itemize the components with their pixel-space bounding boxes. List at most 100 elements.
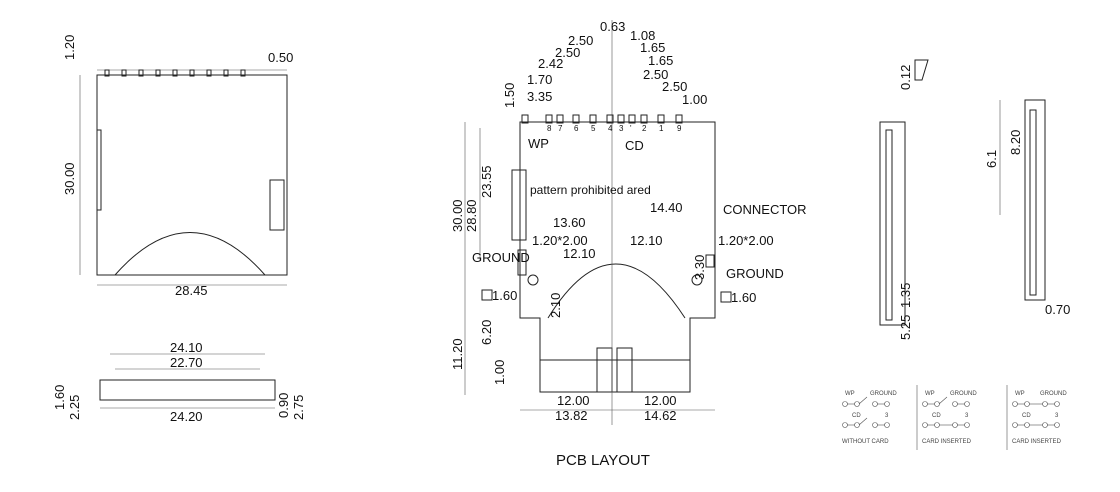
dim-label: 1.20 — [62, 35, 77, 60]
wp-label: WP — [845, 391, 855, 397]
pad — [675, 114, 683, 124]
wp-label: WP — [528, 136, 549, 151]
contact-tooth — [206, 69, 212, 77]
contact-tooth — [240, 69, 246, 77]
dim-label: 6.20 — [479, 320, 494, 345]
pad — [545, 114, 553, 124]
contact-tooth — [223, 69, 229, 77]
dim-label: 13.82 — [555, 408, 588, 423]
ground-right-label: GROUND — [726, 266, 784, 281]
cd-label: CD — [932, 413, 941, 419]
pin-number: 6 — [574, 124, 579, 133]
wp-label: WP — [925, 391, 935, 397]
dim-label: 0.63 — [600, 19, 625, 34]
dim-label: 1.00 — [682, 92, 707, 107]
pad — [556, 114, 564, 124]
dim-label: 24.20 — [170, 409, 203, 424]
pin-number: 4 — [608, 124, 613, 133]
pin-number: 1 — [659, 124, 664, 133]
top-view: 1.20 0.50 30.00 28.45 — [62, 35, 293, 298]
dim-label: 12.00 — [644, 393, 677, 408]
pcb-layout: 0.63 1.08 2.50 1.65 2.50 1.65 2.42 2.50 … — [450, 19, 807, 469]
pcb-layout-title: PCB LAYOUT — [556, 452, 650, 469]
cd-label: CD — [625, 138, 644, 153]
dim-label: 24.10 — [170, 340, 203, 355]
dim-label: 1.60 — [731, 290, 756, 305]
ground-left-label: GROUND — [472, 250, 530, 265]
dim-label: 1.00 — [492, 360, 507, 385]
cd-label: CD — [1022, 413, 1031, 419]
pad-wp — [521, 114, 529, 124]
pin-label: 3 — [965, 413, 969, 419]
dim-label: 2.10 — [548, 293, 563, 318]
dim-label: 2.75 — [291, 395, 306, 420]
dim-label: 2.50 — [555, 45, 580, 60]
dim-label: 12.10 — [563, 246, 596, 261]
dim-label: 12.00 — [557, 393, 590, 408]
dim-label: 3.35 — [527, 89, 552, 104]
dim-label: 1.60 — [52, 385, 67, 410]
contact-tooth — [104, 69, 110, 77]
dim-label: 1.50 — [502, 83, 517, 108]
connector-label: CONNECTOR — [723, 202, 807, 217]
contact-tooth — [155, 69, 161, 77]
pin-number: 8 — [547, 124, 552, 133]
side-views: 0.12 6.1 8.20 1.35 5.25 0.70 — [879, 59, 1070, 340]
pin-number: 9 — [677, 124, 682, 133]
dim-label: 1.65 — [640, 40, 665, 55]
pad — [589, 114, 597, 124]
dim-label: 12.10 — [630, 233, 663, 248]
dim-label: 0.70 — [1045, 302, 1070, 317]
ground-label: GROUND — [870, 391, 897, 397]
contact-tooth — [121, 69, 127, 77]
dim-label: 14.62 — [644, 408, 677, 423]
dim-label: 22.70 — [170, 355, 203, 370]
dim-label: 2.50 — [643, 67, 668, 82]
pad — [572, 114, 580, 124]
pad — [628, 114, 636, 124]
dim-label: 0.90 — [276, 393, 291, 418]
dim-label: 1.70 — [527, 72, 552, 87]
front-view: 24.10 22.70 24.20 1.60 2.25 0.90 2.75 — [52, 340, 306, 424]
pin-label: 3 — [885, 413, 889, 419]
dim-label: 14.40 — [650, 200, 683, 215]
dim-label: 6.1 — [984, 150, 999, 168]
dim-label: 2.42 — [538, 56, 563, 71]
dim-label: 5.25 — [898, 315, 913, 340]
dim-label: 2.50 — [662, 79, 687, 94]
pad — [657, 114, 665, 124]
pad — [606, 114, 614, 124]
pin-number: 2 — [642, 124, 647, 133]
dim-label: 1.20*2.00 — [718, 233, 774, 248]
contact-tooth — [138, 69, 144, 77]
dim-label: 30.00 — [450, 199, 465, 232]
dim-label: 0.12 — [898, 65, 913, 90]
pin-number: 5 — [591, 124, 596, 133]
dim-label: 3.30 — [692, 255, 707, 280]
dim-label: 13.60 — [553, 215, 586, 230]
dim-label: 30.00 — [62, 162, 77, 195]
switch-caption: CARD INSERTED — [1012, 439, 1062, 445]
switch-caption: CARD INSERTED — [922, 439, 972, 445]
dim-label: 1.60 — [492, 288, 517, 303]
dim-label: 1.20*2.00 — [532, 233, 588, 248]
dim-label: 2.25 — [67, 395, 82, 420]
ground-label: GROUND — [950, 391, 977, 397]
pin-number: 7 — [558, 124, 563, 133]
pin-number: 3 — [619, 124, 624, 133]
dim-label: 2.50 — [568, 33, 593, 48]
dim-label: 1.08 — [630, 28, 655, 43]
pattern-label: pattern prohibited ared — [530, 183, 651, 197]
dim-label: 28.80 — [464, 199, 479, 232]
dim-label: 23.55 — [479, 165, 494, 198]
dim-label: 1.65 — [648, 53, 673, 68]
wp-label: WP — [1015, 391, 1025, 397]
pad — [640, 114, 648, 124]
dim-label: 0.50 — [268, 50, 293, 65]
ground-label: GROUND — [1040, 391, 1067, 397]
